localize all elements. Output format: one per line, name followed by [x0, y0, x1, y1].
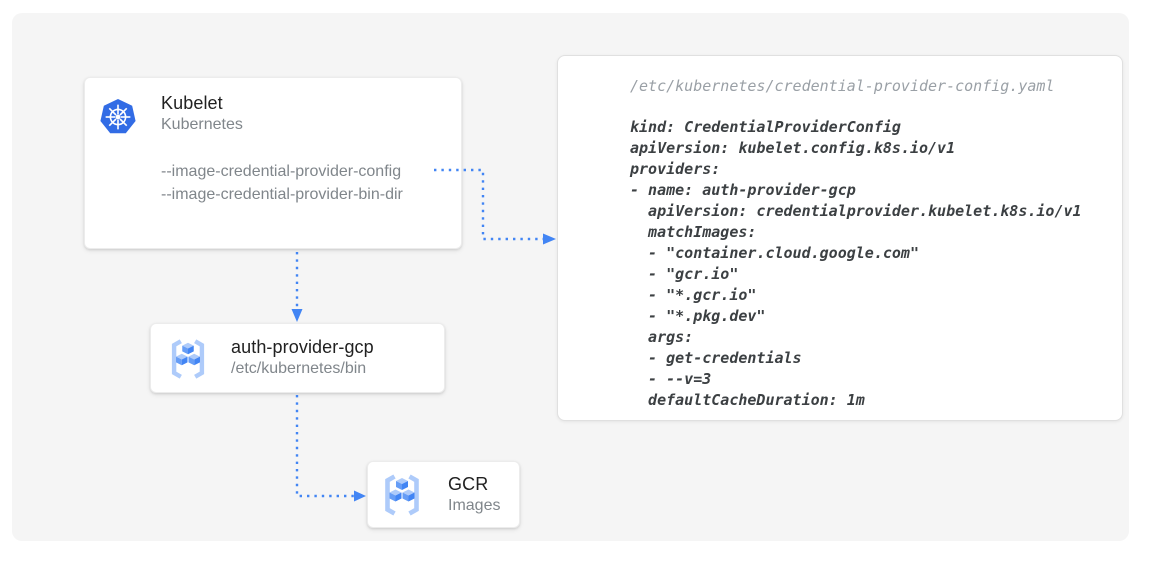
- kubelet-card: Kubelet Kubernetes --image-credential-pr…: [84, 77, 462, 249]
- auth-provider-path: /etc/kubernetes/bin: [231, 360, 367, 377]
- container-registry-icon: [165, 336, 211, 382]
- kubelet-flags: --image-credential-provider-config --ima…: [161, 160, 403, 206]
- kubernetes-icon: [99, 98, 137, 136]
- gcr-title: GCR: [448, 474, 489, 494]
- flag-image-credential-provider-bin-dir: --image-credential-provider-bin-dir: [161, 186, 403, 203]
- config-yaml-code: kind: CredentialProviderConfig apiVersio…: [630, 118, 1082, 409]
- config-file-path: /etc/kubernetes/credential-provider-conf…: [630, 77, 1055, 95]
- arrowhead-gcr: [354, 490, 366, 502]
- container-registry-icon: [378, 471, 426, 519]
- auth-provider-gcp-card: auth-provider-gcp /etc/kubernetes/bin: [150, 323, 445, 393]
- kubelet-title: Kubelet: [161, 93, 223, 113]
- kubelet-subtitle: Kubernetes: [161, 116, 243, 133]
- arrowhead-config: [543, 233, 556, 245]
- diagram-canvas: Kubelet Kubernetes --image-credential-pr…: [12, 13, 1129, 541]
- auth-provider-title: auth-provider-gcp: [231, 337, 374, 357]
- gcr-subtitle: Images: [448, 497, 501, 514]
- gcr-card: GCR Images: [367, 461, 520, 528]
- credential-provider-config-panel: /etc/kubernetes/credential-provider-conf…: [557, 55, 1123, 421]
- arrow-auth-to-gcr: [295, 395, 354, 498]
- flag-image-credential-provider-config: --image-credential-provider-config: [161, 163, 402, 180]
- arrowhead-auth: [291, 309, 303, 322]
